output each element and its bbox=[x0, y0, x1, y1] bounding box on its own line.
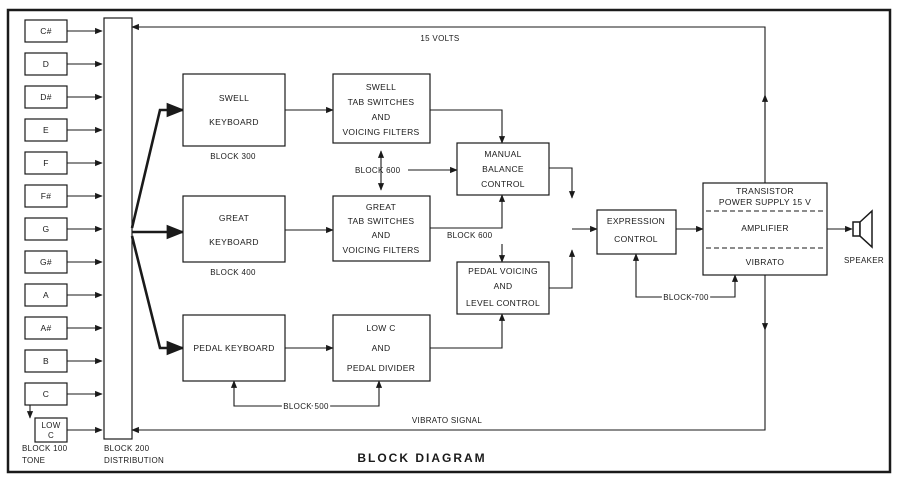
manual-balance-line2: BALANCE bbox=[482, 164, 524, 174]
low-c-label-line2: C bbox=[48, 431, 54, 440]
tone-box-label: A# bbox=[41, 323, 52, 333]
great-tabs-to-balance-arrow bbox=[430, 194, 506, 229]
amplifier-label: AMPLIFIER bbox=[741, 223, 789, 233]
balance-to-expression-arrow bbox=[549, 167, 576, 199]
divider-to-pedal-voicing-arrow bbox=[430, 313, 506, 349]
15-volts-label: 15 VOLTS bbox=[420, 34, 459, 43]
tone-generator-column: C# D D# E F F# G G# A A# B C LOW C bbox=[24, 19, 68, 443]
tone-box-label: C# bbox=[40, 26, 51, 36]
expression-control-block: EXPRESSION CONTROL bbox=[596, 209, 677, 255]
diagram-title: BLOCK DIAGRAM bbox=[357, 451, 486, 465]
speaker-icon bbox=[852, 209, 873, 249]
great-tab-switches-block: GREAT TAB SWITCHES AND VOICING FILTERS bbox=[332, 195, 431, 262]
swell-tab-switches-block: SWELL TAB SWITCHES AND VOICING FILTERS bbox=[332, 73, 431, 144]
tone-box-label: D bbox=[43, 59, 49, 69]
15-volts-bus bbox=[131, 23, 766, 183]
low-c-box: LOW C bbox=[34, 417, 68, 443]
distribution-label: DISTRIBUTION bbox=[104, 456, 164, 465]
tone-to-distribution-arrows bbox=[67, 27, 103, 434]
block-100-label: BLOCK 100 bbox=[22, 444, 68, 453]
block-500-label: BLOCK 500 bbox=[283, 402, 329, 411]
pedal-voicing-to-expression-arrow bbox=[549, 249, 576, 289]
expression-line1: EXPRESSION bbox=[607, 216, 665, 226]
great-tabs-line1: GREAT bbox=[366, 202, 396, 212]
low-c-label-line1: LOW bbox=[41, 421, 60, 430]
block-500-connector bbox=[230, 380, 383, 407]
great-keyboard-block: GREAT KEYBOARD bbox=[182, 195, 286, 263]
tone-box: F bbox=[24, 151, 68, 175]
distribution-to-swell-keyboard-arrow bbox=[130, 102, 185, 229]
tone-box-label: B bbox=[43, 356, 49, 366]
pedal-keyboard-block: PEDAL KEYBOARD bbox=[182, 314, 286, 382]
power-amplifier-vibrato-block: TRANSISTOR POWER SUPPLY 15 V AMPLIFIER V… bbox=[702, 182, 828, 276]
pedal-voicing-line1: PEDAL VOICING bbox=[468, 266, 538, 276]
block-700-label: BLOCK 700 bbox=[663, 293, 709, 302]
manual-balance-line3: CONTROL bbox=[481, 179, 525, 189]
pedal-voicing-line3: LEVEL CONTROL bbox=[466, 298, 540, 308]
tone-box-label: F bbox=[43, 158, 49, 168]
block-400-label: BLOCK 400 bbox=[210, 268, 256, 277]
expression-line2: CONTROL bbox=[614, 234, 658, 244]
tone-box: F# bbox=[24, 184, 68, 208]
great-keyboard-line1: GREAT bbox=[219, 213, 249, 223]
manual-balance-line1: MANUAL bbox=[484, 149, 521, 159]
power-supply-line2: POWER SUPPLY 15 V bbox=[719, 197, 811, 207]
low-c-divider-line1: LOW C bbox=[366, 323, 395, 333]
swell-tabs-to-balance-arrow bbox=[430, 109, 506, 144]
low-c-pedal-divider-block: LOW C AND PEDAL DIVIDER bbox=[332, 314, 431, 382]
swell-keyboard-line2: KEYBOARD bbox=[209, 117, 259, 127]
block-200-label: BLOCK 200 bbox=[104, 444, 150, 453]
block-600-label-1: BLOCK 600 bbox=[355, 166, 401, 175]
low-c-divider-line3: PEDAL DIVIDER bbox=[347, 363, 415, 373]
tone-box-label: E bbox=[43, 125, 49, 135]
power-supply-line1: TRANSISTOR bbox=[736, 186, 794, 196]
swell-tabs-line2: TAB SWITCHES bbox=[348, 97, 415, 107]
pedal-keyboard-line1: PEDAL KEYBOARD bbox=[193, 343, 274, 353]
low-c-divider-line2: AND bbox=[372, 343, 391, 353]
tone-box: D# bbox=[24, 85, 68, 109]
great-tabs-line4: VOICING FILTERS bbox=[342, 245, 419, 255]
tone-box: D bbox=[24, 52, 68, 76]
distribution-to-pedal-keyboard-arrow bbox=[130, 235, 185, 356]
swell-keyboard-line1: SWELL bbox=[219, 93, 249, 103]
tone-box-label: G bbox=[43, 224, 50, 234]
pedal-voicing-level-control-block: PEDAL VOICING AND LEVEL CONTROL bbox=[456, 261, 550, 315]
swell-keyboard-block: SWELL KEYBOARD bbox=[182, 73, 286, 147]
block-600-label-2: BLOCK 600 bbox=[447, 231, 493, 240]
block-300-label: BLOCK 300 bbox=[210, 152, 256, 161]
tone-box: E bbox=[24, 118, 68, 142]
manual-balance-control-block: MANUAL BALANCE CONTROL bbox=[456, 142, 550, 196]
swell-tabs-line1: SWELL bbox=[366, 82, 396, 92]
tone-box-label: G# bbox=[40, 257, 52, 267]
tone-box: G# bbox=[24, 250, 68, 274]
tone-box: A# bbox=[24, 316, 68, 340]
tone-label: TONE bbox=[22, 456, 45, 465]
tone-box-label: C bbox=[43, 389, 49, 399]
tone-box: G bbox=[24, 217, 68, 241]
tone-box-label: A bbox=[43, 290, 49, 300]
vibrato-label: VIBRATO bbox=[746, 257, 785, 267]
pedal-voicing-line2: AND bbox=[494, 281, 513, 291]
tone-box: B bbox=[24, 349, 68, 373]
tone-box: A bbox=[24, 283, 68, 307]
tone-box: C bbox=[24, 382, 68, 406]
swell-tabs-line3: AND bbox=[372, 112, 391, 122]
swell-tabs-line4: VOICING FILTERS bbox=[342, 127, 419, 137]
great-tabs-line2: TAB SWITCHES bbox=[348, 216, 415, 226]
speaker-label: SPEAKER bbox=[844, 256, 884, 265]
distribution-bar bbox=[103, 17, 133, 440]
diagram-border bbox=[6, 8, 892, 474]
great-tabs-line3: AND bbox=[372, 230, 391, 240]
vibrato-signal-label: VIBRATO SIGNAL bbox=[412, 416, 482, 425]
tone-box-label: F# bbox=[41, 191, 52, 201]
tone-box: C# bbox=[24, 19, 68, 43]
block-700-connector bbox=[632, 253, 739, 298]
tone-box-label: D# bbox=[40, 92, 51, 102]
great-keyboard-line2: KEYBOARD bbox=[209, 237, 259, 247]
